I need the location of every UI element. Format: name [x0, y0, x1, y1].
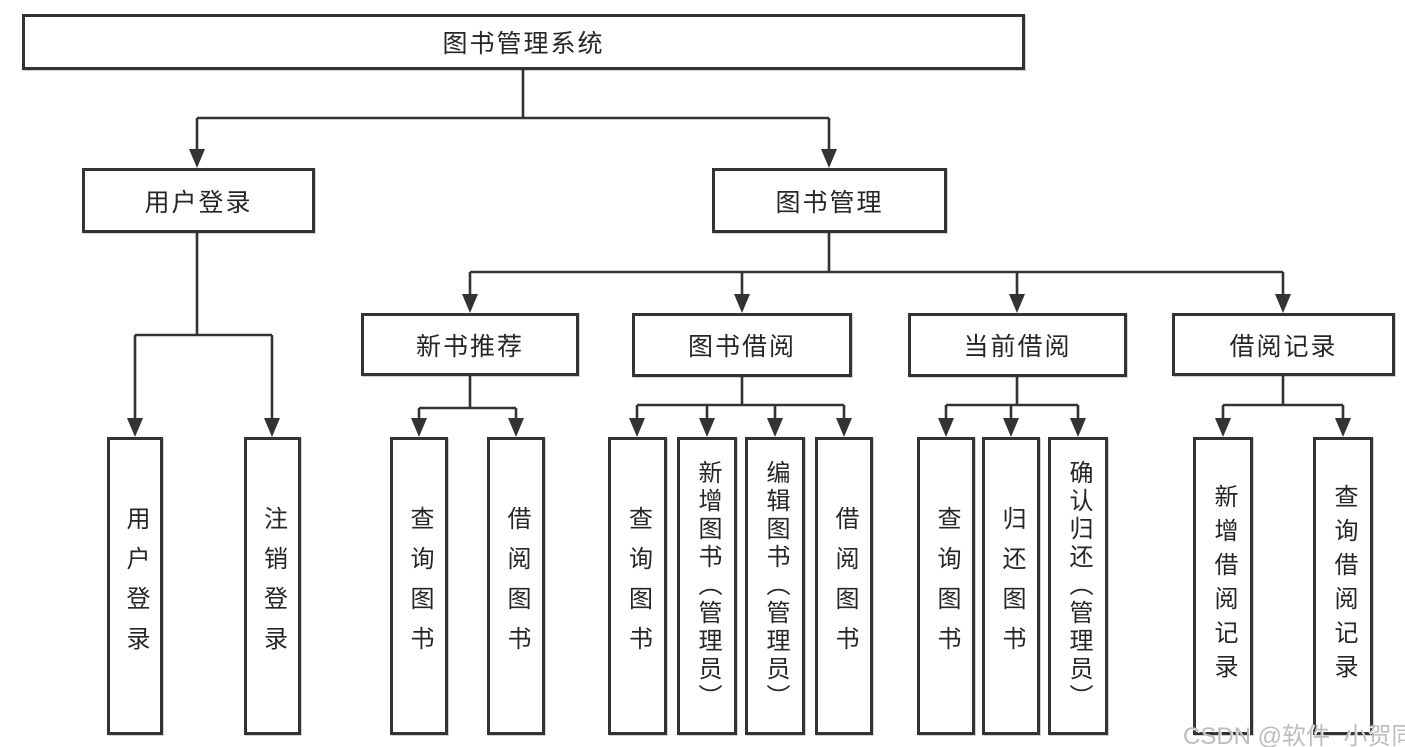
leaf-logout: 注销登录 [244, 437, 301, 735]
csdn-watermark: CSDN @软件_小贺同学 [1183, 723, 1405, 747]
leaf-confirm-return-admin-label: 确认归还（管理员） [1065, 460, 1092, 712]
leaf-return-books: 归还图书 [982, 437, 1040, 735]
leaf-query-books-current-label: 查询图书 [933, 506, 960, 666]
leaf-query-books-current: 查询图书 [917, 437, 975, 735]
node-user-login-label: 用户登录 [144, 188, 253, 217]
leaf-add-books-admin: 新增图书（管理员） [677, 437, 737, 735]
node-new-book-recommendation-label: 新书推荐 [415, 332, 524, 361]
node-book-borrowing: 图书借阅 [632, 313, 852, 377]
leaf-confirm-return-admin: 确认归还（管理员） [1048, 437, 1108, 735]
arrowhead-icons [127, 149, 1351, 437]
leaf-query-borrow-record: 查询借阅记录 [1313, 437, 1373, 735]
node-library-management-system-label: 图书管理系统 [442, 30, 605, 58]
leaf-query-books-rec-label: 查询图书 [406, 506, 433, 666]
leaf-query-books-rec: 查询图书 [390, 437, 448, 735]
leaf-query-borrow-record-label: 查询借阅记录 [1330, 484, 1357, 688]
node-book-borrowing-label: 图书借阅 [687, 333, 796, 361]
leaf-logout-label: 注销登录 [259, 506, 287, 666]
node-new-book-recommendation: 新书推荐 [361, 313, 579, 376]
node-borrowing-records-label: 借阅记录 [1229, 332, 1338, 361]
leaf-edit-books-admin-label: 编辑图书（管理员） [762, 460, 789, 712]
leaf-borrow-books-rec-label: 借阅图书 [503, 506, 530, 666]
node-current-borrowing: 当前借阅 [908, 313, 1127, 377]
leaf-user-login: 用户登录 [107, 437, 163, 735]
leaf-user-login-label: 用户登录 [122, 506, 149, 666]
node-book-management: 图书管理 [712, 168, 947, 233]
leaf-edit-books-admin: 编辑图书（管理员） [745, 437, 805, 735]
leaf-add-borrow-record: 新增借阅记录 [1193, 437, 1253, 735]
leaf-return-books-label: 归还图书 [998, 506, 1025, 666]
leaf-query-books-borrow-label: 查询图书 [624, 506, 652, 666]
leaf-query-books-borrow: 查询图书 [608, 437, 667, 735]
leaf-borrow-books-label: 借阅图书 [831, 506, 858, 666]
leaf-add-borrow-record-label: 新增借阅记录 [1210, 484, 1237, 688]
node-book-management-label: 图书管理 [775, 188, 884, 217]
leaf-borrow-books-rec: 借阅图书 [487, 437, 545, 735]
leaf-add-books-admin-label: 新增图书（管理员） [694, 460, 721, 712]
node-borrowing-records: 借阅记录 [1172, 313, 1395, 376]
node-user-login: 用户登录 [82, 168, 315, 233]
node-library-management-system: 图书管理系统 [22, 14, 1025, 70]
node-current-borrowing-label: 当前借阅 [963, 333, 1072, 361]
leaf-borrow-books: 借阅图书 [815, 437, 873, 735]
